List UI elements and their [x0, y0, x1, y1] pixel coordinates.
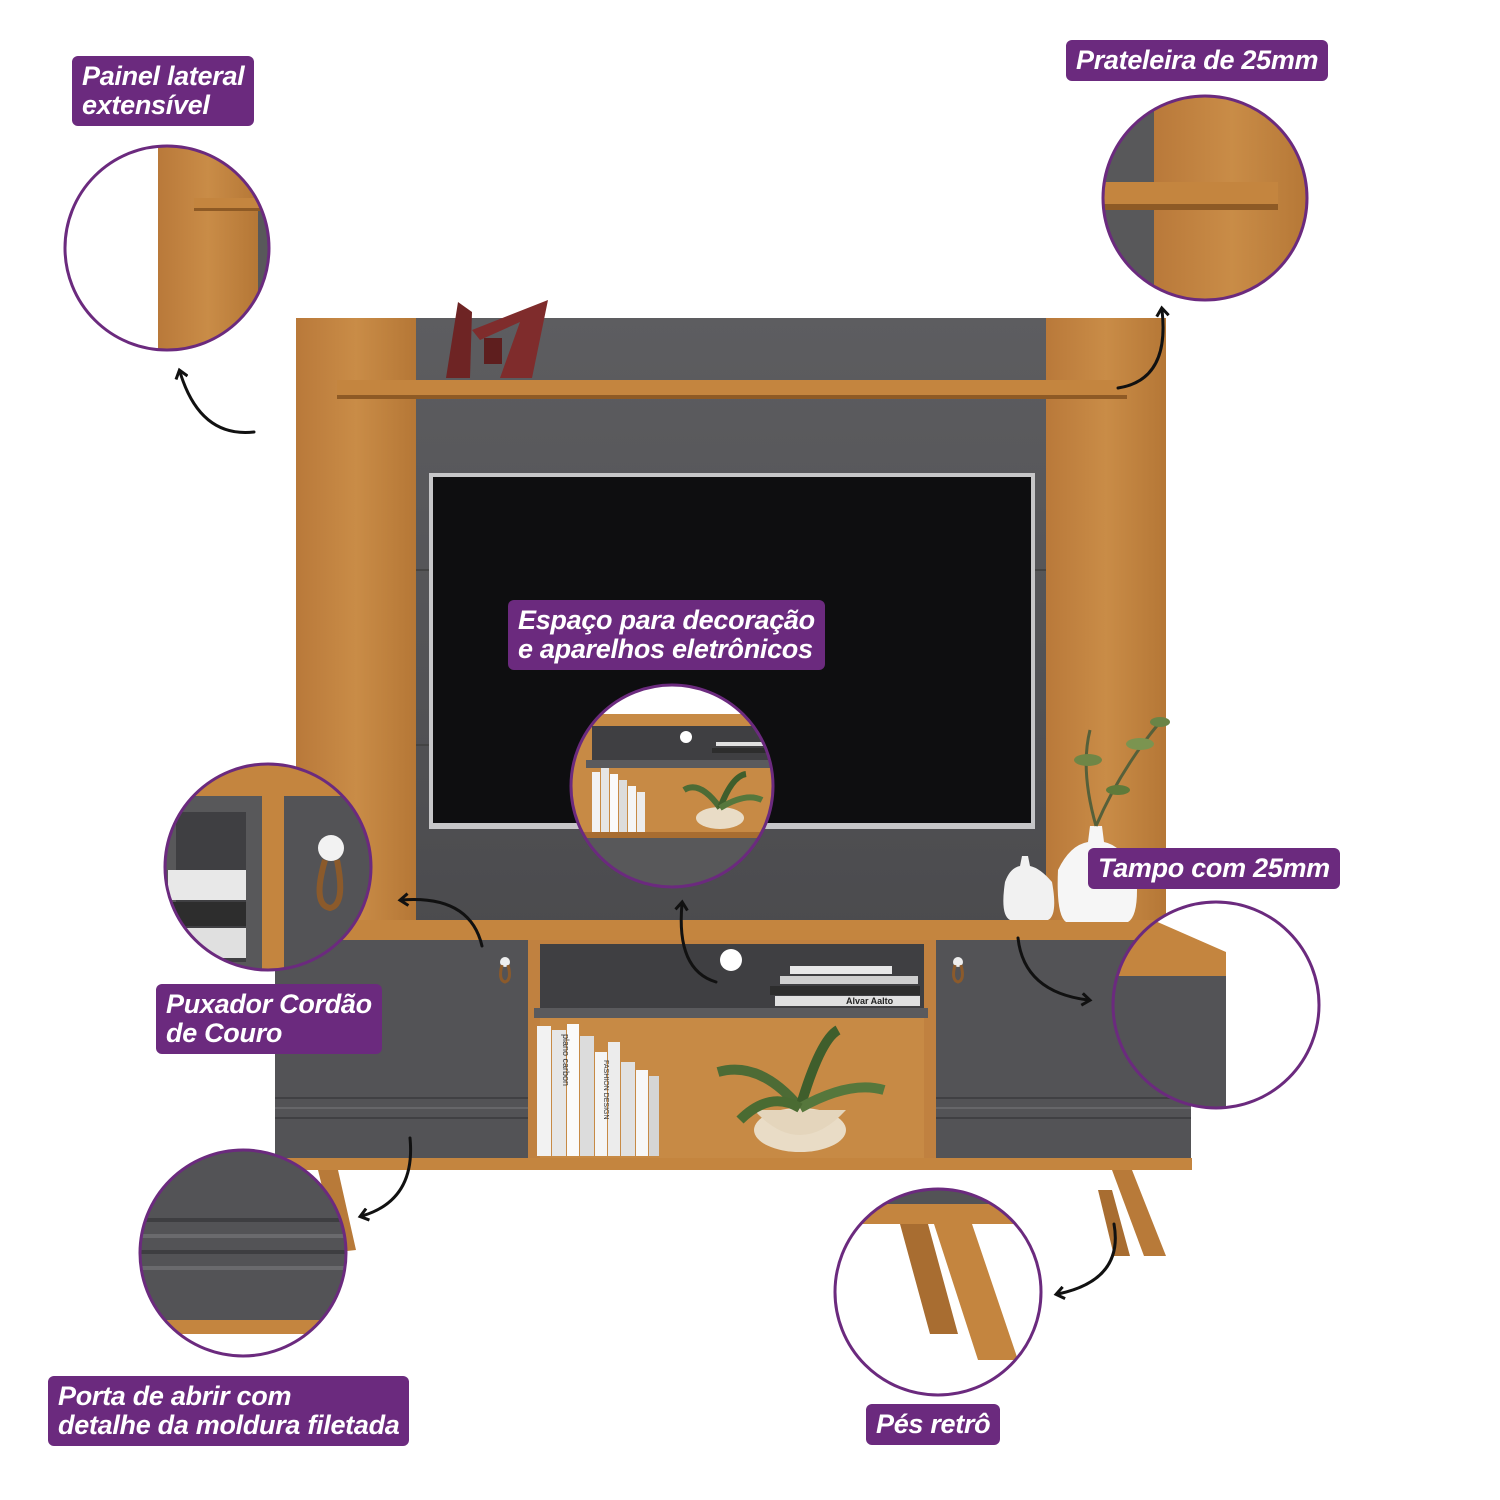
label-side-panel-line2: extensível — [82, 90, 210, 120]
plant-icon — [716, 1025, 886, 1152]
label-feet-line1: Pés retrô — [876, 1409, 991, 1439]
decor-sculpture — [446, 300, 548, 378]
label-shelf-line1: Prateleira de 25mm — [1076, 45, 1319, 75]
book-title: Alvar Aalto — [846, 996, 894, 1006]
label-side-panel-line1: Painel lateral — [82, 61, 245, 91]
label-door-line1: Porta de abrir com — [58, 1381, 292, 1411]
books-upright: plano carbon FASHION DESIGN — [537, 1024, 659, 1156]
rack-base — [278, 1158, 1192, 1170]
tv-rack: Alvar Aalto plano carbon FASHION DESIGN — [275, 717, 1226, 1256]
detail-shelf — [1101, 94, 1309, 302]
book-spine-1: plano carbon — [561, 1034, 571, 1086]
label-door-line2: detalhe da moldura filetada — [58, 1410, 400, 1440]
detail-top — [1111, 900, 1321, 1110]
book-spine-2: FASHION DESIGN — [602, 1060, 609, 1120]
leather-cord-handle — [499, 964, 511, 984]
top-shelf — [337, 380, 1127, 398]
rack-top — [296, 920, 1226, 942]
label-handle-line2: de Couro — [166, 1018, 283, 1048]
detail-side-panel — [63, 144, 271, 352]
label-handle-line1: Puxador Cordão — [166, 989, 372, 1019]
label-decor-space-line1: Espaço para decoração — [518, 605, 815, 635]
label-door: Porta de abrir com detalhe da moldura fi… — [48, 1376, 410, 1446]
detail-feet — [833, 1187, 1043, 1397]
label-top-line1: Tampo com 25mm — [1098, 853, 1330, 883]
label-decor-space: Espaço para decoração e aparelhos eletrô… — [508, 600, 825, 670]
book-stack: Alvar Aalto — [770, 966, 920, 1006]
foot-right — [1112, 1170, 1166, 1256]
detail-door-molding — [138, 1148, 348, 1358]
label-shelf: Prateleira de 25mm — [1066, 40, 1329, 81]
detail-decor-space — [569, 683, 775, 889]
label-top: Tampo com 25mm — [1088, 848, 1340, 889]
right-side-panel — [1046, 318, 1166, 928]
label-side-panel: Painel lateral extensível — [72, 56, 255, 126]
curved-arrow-icon — [180, 310, 1163, 1294]
cable-hole — [720, 949, 742, 971]
label-decor-space-line2: e aparelhos eletrônicos — [518, 634, 813, 664]
door-knob — [500, 957, 510, 967]
label-feet: Pés retrô — [866, 1404, 1001, 1445]
label-handle: Puxador Cordão de Couro — [156, 984, 382, 1054]
